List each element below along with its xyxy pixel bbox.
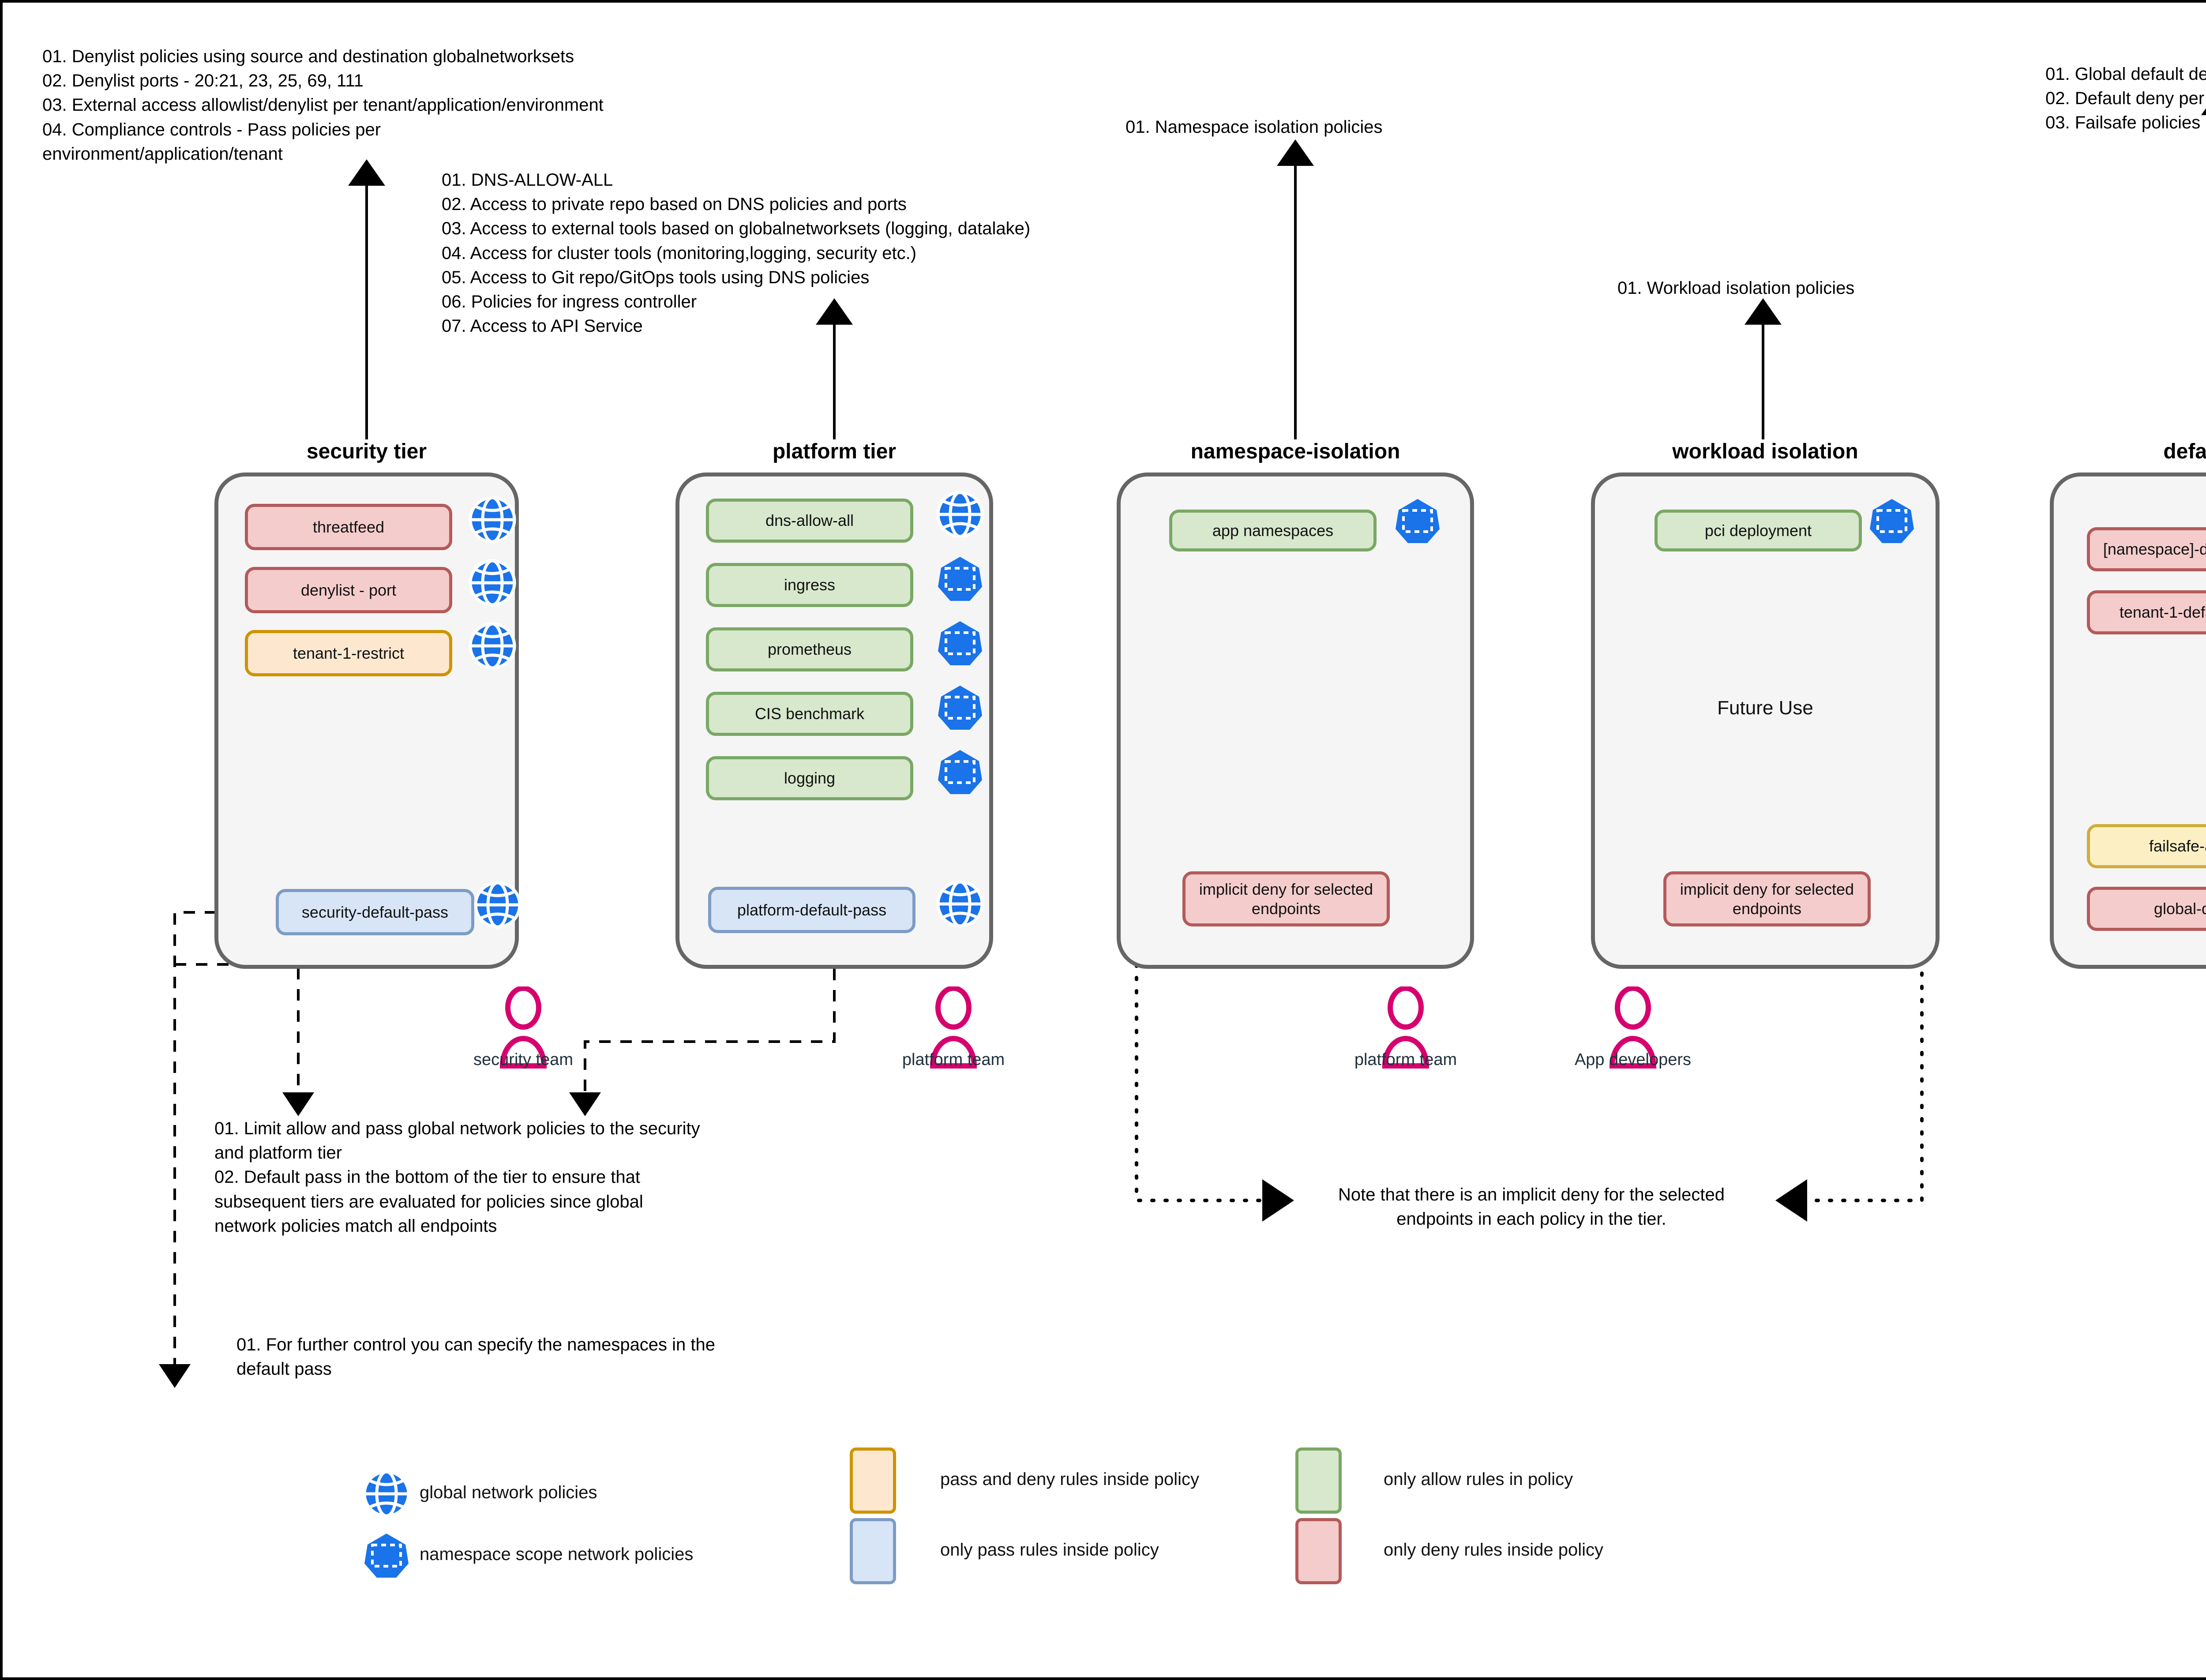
team-label: security team [473, 1050, 573, 1069]
policy-chip[interactable]: tenant-1-default-deny [2087, 590, 2206, 634]
tier-platform-icons [936, 491, 984, 928]
tier-default-tier-box: [namespace]-default-deny tenant-1-defaul… [2050, 472, 2206, 969]
team-avatar [1382, 986, 1429, 1069]
team-avatar [499, 986, 547, 1069]
global-network-policy-icon [363, 1470, 410, 1518]
note-platform-tier: 01. DNS-ALLOW-ALL 02. Access to private … [442, 170, 1031, 336]
note-security-tier: 01. Denylist policies using source and d… [42, 47, 604, 164]
tier-namespace-isolation-box: app namespaces implicit deny for selecte… [1117, 472, 1474, 969]
policy-chip[interactable]: tenant-1-restrict [245, 630, 452, 676]
global-network-policy-icon [936, 491, 984, 538]
policy-chip[interactable]: ingress [706, 563, 913, 607]
tier-workload-icons [1870, 499, 1914, 543]
person-icon [1609, 986, 1657, 1069]
tier-workload-isolation-box: pci deployment Future Use implicit deny … [1591, 472, 1940, 969]
tier-namespace-isolation: namespace-isolation [1117, 439, 1474, 464]
namespace-scope-network-policy-icon [938, 621, 982, 665]
team-label: App developers [1574, 1050, 1692, 1069]
policy-chip[interactable]: global-deny [2087, 887, 2206, 931]
namespace-scope-network-policy-icon [938, 557, 982, 601]
legend-swatch-pass [850, 1518, 896, 1584]
tier-workload-isolation: workload isolation [1591, 439, 1940, 464]
tier-title: security tier [306, 440, 427, 463]
namespace-scope-network-policy-icon [938, 686, 982, 730]
team-label: platform team [1354, 1050, 1457, 1069]
legend-label: only allow rules in policy [1384, 1470, 1573, 1489]
legend-label: global network policies [420, 1483, 597, 1502]
tier-title: platform tier [772, 440, 897, 463]
policy-chip[interactable]: [namespace]-default-deny [2087, 527, 2206, 571]
policy-chip[interactable]: threatfeed [245, 504, 452, 550]
note-default-tier: 01. Global default deny 02. Default deny… [2045, 64, 2206, 133]
note-default-pass: 01. For further control you can specify … [236, 1335, 716, 1379]
tier-security-tier-box: threatfeed denylist - port tenant-1-rest… [214, 472, 519, 969]
global-network-policy-icon [936, 880, 984, 928]
note-bottom-left: 01. Limit allow and pass global network … [214, 1119, 700, 1236]
policy-chip[interactable]: denylist - port [245, 567, 452, 613]
policy-chip[interactable]: platform-default-pass [708, 887, 915, 933]
legend-label: pass and deny rules inside policy [940, 1470, 1200, 1489]
legend-label: namespace scope network policies [420, 1545, 694, 1564]
policy-chip[interactable]: app namespaces [1169, 510, 1377, 551]
legend-label: only pass rules inside policy [940, 1540, 1159, 1560]
tier-security-tier: security tier [214, 439, 519, 464]
global-network-policy-icon [469, 559, 516, 607]
team-avatar [930, 986, 977, 1069]
policy-chip[interactable]: pci deployment [1654, 510, 1862, 551]
namespace-scope-network-policy-icon [1870, 499, 1914, 543]
global-network-policy-icon [469, 622, 516, 670]
legend-namespace-icon [364, 1534, 409, 1578]
team-avatar [1609, 986, 1657, 1069]
legend-swatch-deny [1295, 1518, 1342, 1584]
policy-chip[interactable]: implicit deny for selected endpoints [1182, 871, 1390, 926]
tier-namespace-icons [1396, 499, 1440, 543]
tier-security-icons [469, 496, 521, 929]
tier-title: namespace-isolation [1190, 440, 1400, 463]
namespace-scope-network-policy-icon [364, 1534, 409, 1578]
legend-label: only deny rules inside policy [1384, 1540, 1604, 1560]
policy-chip[interactable]: security-default-pass [276, 889, 474, 935]
tier-title: default tier [2163, 440, 2206, 463]
policy-chip[interactable]: logging [706, 756, 913, 800]
policy-chip[interactable]: dns-allow-all [706, 499, 913, 543]
tier-platform-tier-box: dns-allow-all ingress prometheus CIS ben… [675, 472, 993, 969]
legend-swatch-allow [1295, 1448, 1342, 1514]
tier-platform-tier: platform tier [675, 439, 993, 464]
person-icon [1382, 986, 1429, 1069]
legend-swatch-passdeny [850, 1448, 896, 1514]
global-network-policy-icon [474, 881, 521, 929]
person-icon [499, 986, 547, 1069]
namespace-scope-network-policy-icon [938, 750, 982, 794]
policy-chip[interactable]: prometheus [706, 627, 913, 671]
policy-chip[interactable]: implicit deny for selected endpoints [1663, 871, 1871, 926]
tier-title: workload isolation [1672, 440, 1858, 463]
team-label: platform team [902, 1050, 1005, 1069]
note-workload-isolation: 01. Workload isolation policies [1617, 278, 1855, 298]
legend-global-icon [363, 1470, 410, 1518]
person-icon [930, 986, 977, 1069]
policy-chip[interactable]: failsafe-allow [2087, 824, 2206, 868]
note-namespace-isolation: 01. Namespace isolation policies [1126, 117, 1383, 137]
tier-default-tier: default tier [2050, 439, 2206, 464]
global-network-policy-icon [469, 496, 516, 544]
future-use-label: Future Use [1717, 697, 1813, 719]
namespace-scope-network-policy-icon [1396, 499, 1440, 543]
policy-chip[interactable]: CIS benchmark [706, 692, 913, 736]
note-implicit-deny: Note that there is an implicit deny for … [1338, 1185, 1725, 1229]
